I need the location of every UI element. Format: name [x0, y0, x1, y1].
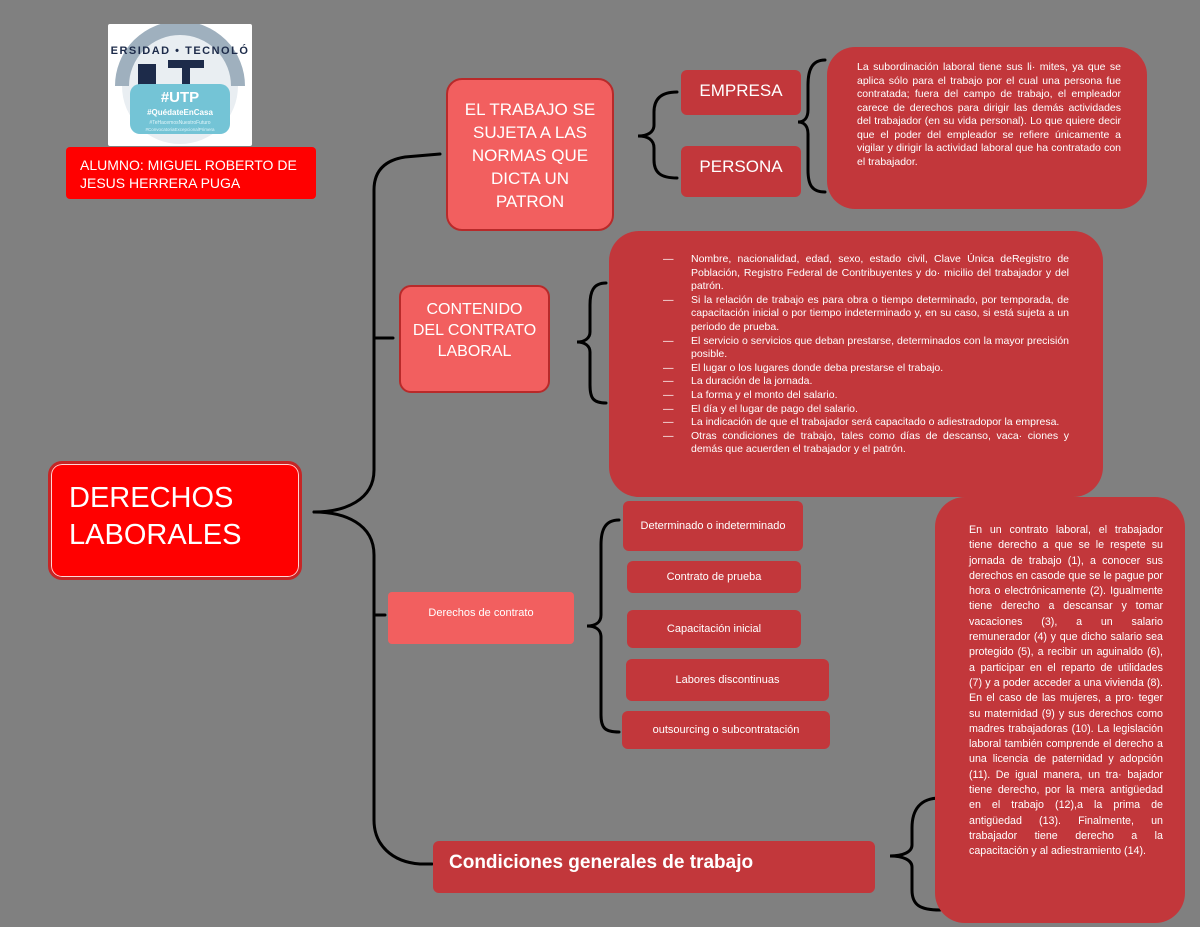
- list-item: La indicación de que el trabajador será …: [659, 416, 1069, 430]
- university-logo: ERSIDAD • TECNOLÓ #UTP #QuédateEnCasa #T…: [108, 24, 252, 146]
- list-item: El día y el lugar de pago del salario.: [659, 403, 1069, 417]
- subordination-note: La subordinación laboral tiene sus li· m…: [827, 47, 1147, 209]
- contract-type-label: Determinado o indeterminado: [640, 519, 786, 532]
- contract-type-label: Contrato de prueba: [666, 570, 762, 583]
- list-item: Si la relación de trabajo es para obra o…: [659, 294, 1069, 335]
- note1-brace: [797, 58, 827, 194]
- list-item: La duración de la jornada.: [659, 375, 1069, 389]
- main-brace-lower: [312, 510, 434, 866]
- trabajo-node-label: EL TRABAJO SE SUJETA A LAS NORMAS QUE DI…: [464, 100, 596, 211]
- contract-type-label: outsourcing o subcontratación: [652, 723, 800, 736]
- trabajo-brace: [637, 90, 679, 180]
- logo-seal-icon: ERSIDAD • TECNOLÓ #UTP #QuédateEnCasa #T…: [111, 24, 250, 144]
- list-item: Otras condiciones de trabajo, tales como…: [659, 430, 1069, 457]
- worker-rights-note-text: En un contrato laboral, el trabajador ti…: [969, 524, 1163, 858]
- logo-line1: #TeHacemosNuestroFuturo: [149, 120, 210, 126]
- empresa-node-label: EMPRESA: [699, 81, 783, 100]
- contenido-node-label: CONTENIDO DEL CONTRATO LABORAL: [412, 301, 537, 360]
- list-item: El lugar o los lugares donde deba presta…: [659, 362, 1069, 376]
- contract-type-prueba: Contrato de prueba: [627, 561, 801, 593]
- contract-type-label: Capacitación inicial: [666, 622, 762, 635]
- logo-hashtag: #QuédateEnCasa: [147, 108, 213, 117]
- student-name-label: ALUMNO: MIGUEL ROBERTO DE JESUS HERRERA …: [80, 157, 297, 191]
- contenido-brace: [576, 281, 608, 405]
- persona-node-label: PERSONA: [699, 157, 783, 176]
- contract-type-determinado: Determinado o indeterminado: [623, 501, 803, 551]
- contract-content-note: Nombre, nacionalidad, edad, sexo, estado…: [609, 231, 1103, 497]
- list-item: Nombre, nacionalidad, edad, sexo, estado…: [659, 253, 1069, 294]
- trabajo-node: EL TRABAJO SE SUJETA A LAS NORMAS QUE DI…: [446, 78, 614, 231]
- contract-type-label: Labores discontinuas: [675, 673, 780, 686]
- student-name-box: ALUMNO: MIGUEL ROBERTO DE JESUS HERRERA …: [66, 147, 316, 199]
- derechos-brace: [586, 518, 621, 734]
- logo-arc-text: ERSIDAD • TECNOLÓ: [111, 44, 250, 57]
- subordination-note-text: La subordinación laboral tiene sus li· m…: [857, 61, 1121, 168]
- condiciones-node: Condiciones generales de trabajo: [433, 841, 875, 893]
- logo-line2: #ConvocatoriaExcepcionalPrimera: [145, 127, 215, 132]
- main-brace: [312, 152, 442, 514]
- logo-tag: #UTP: [161, 89, 199, 106]
- worker-rights-note: En un contrato laboral, el trabajador ti…: [935, 497, 1185, 923]
- main-topic-line2: LABORALES: [69, 519, 242, 551]
- contenido-node: CONTENIDO DEL CONTRATO LABORAL: [399, 285, 550, 393]
- empresa-node: EMPRESA: [681, 70, 801, 115]
- contract-type-outsourcing: outsourcing o subcontratación: [622, 711, 830, 749]
- main-topic-box: DERECHOS LABORALES: [48, 461, 302, 580]
- contract-content-list: Nombre, nacionalidad, edad, sexo, estado…: [659, 253, 1069, 457]
- condiciones-node-label: Condiciones generales de trabajo: [449, 852, 754, 873]
- list-item: La forma y el monto del salario.: [659, 389, 1069, 403]
- persona-node: PERSONA: [681, 146, 801, 197]
- list-item: El servicio o servicios que deban presta…: [659, 335, 1069, 362]
- derechos-contrato-label: Derechos de contrato: [428, 607, 534, 619]
- condiciones-brace: [889, 796, 942, 912]
- contract-type-labores: Labores discontinuas: [626, 659, 829, 701]
- derechos-contrato-node: Derechos de contrato: [388, 592, 574, 644]
- contract-type-capacitacion: Capacitación inicial: [627, 610, 801, 648]
- main-topic-line1: DERECHOS: [69, 482, 234, 514]
